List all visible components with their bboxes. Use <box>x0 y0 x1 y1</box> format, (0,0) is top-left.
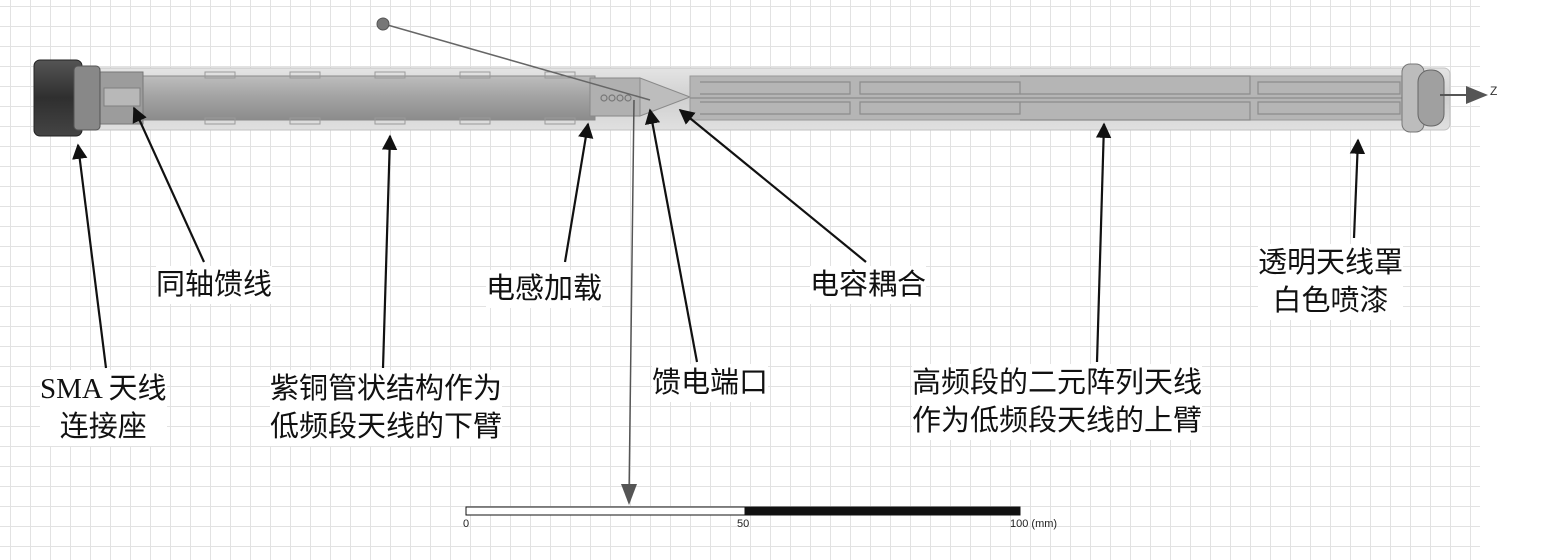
tube-ribs <box>204 71 576 125</box>
scale-tick-50: 50 <box>737 518 750 530</box>
arrow-upper-arm <box>1095 122 1112 363</box>
scale-bar-white <box>465 506 746 516</box>
x-axis-arrowhead <box>621 484 637 505</box>
label-feed-port: 馈电端口 <box>652 364 769 402</box>
label-sma-connector: SMA 天线 连接座 <box>40 370 167 446</box>
label-inductor: 电感加载 <box>486 270 603 308</box>
arrow-radome <box>1349 138 1366 239</box>
inductor-coil <box>600 94 632 102</box>
coax-inner <box>103 87 141 107</box>
arrow-sma <box>72 143 108 369</box>
label-lower-arm: 紫铜管状结构作为 低频段天线的下臂 <box>270 370 503 446</box>
label-upper-arm: 高频段的二元阵列天线 作为低频段天线的上臂 <box>912 364 1203 440</box>
lower-arm-tube <box>139 75 596 121</box>
z-axis-label: Z <box>1490 84 1498 98</box>
arrow-inductor <box>563 122 594 263</box>
label-capacitor: 电容耦合 <box>810 266 927 304</box>
arrow-coax <box>132 106 206 263</box>
array-elements <box>690 75 1410 121</box>
arrow-capacitor <box>678 109 867 263</box>
radome-end-cap-face <box>1417 69 1445 127</box>
scale-bar-black <box>744 506 1021 516</box>
scale-tick-0: 0 <box>463 518 470 530</box>
label-radome: 透明天线罩 白色喷漆 <box>1258 244 1404 320</box>
z-axis-arrowhead <box>1466 86 1488 104</box>
sma-connector-nut <box>73 65 101 131</box>
y-axis-handle <box>376 17 390 31</box>
x-axis-line <box>628 99 635 499</box>
label-coax-feed: 同轴馈线 <box>156 266 273 304</box>
y-axis-line <box>383 23 651 101</box>
scale-tick-100: 100 (mm) <box>1010 518 1058 530</box>
callout-arrows <box>72 106 1366 369</box>
arrow-feed-port <box>644 108 699 363</box>
arrow-lower-arm <box>381 134 398 369</box>
